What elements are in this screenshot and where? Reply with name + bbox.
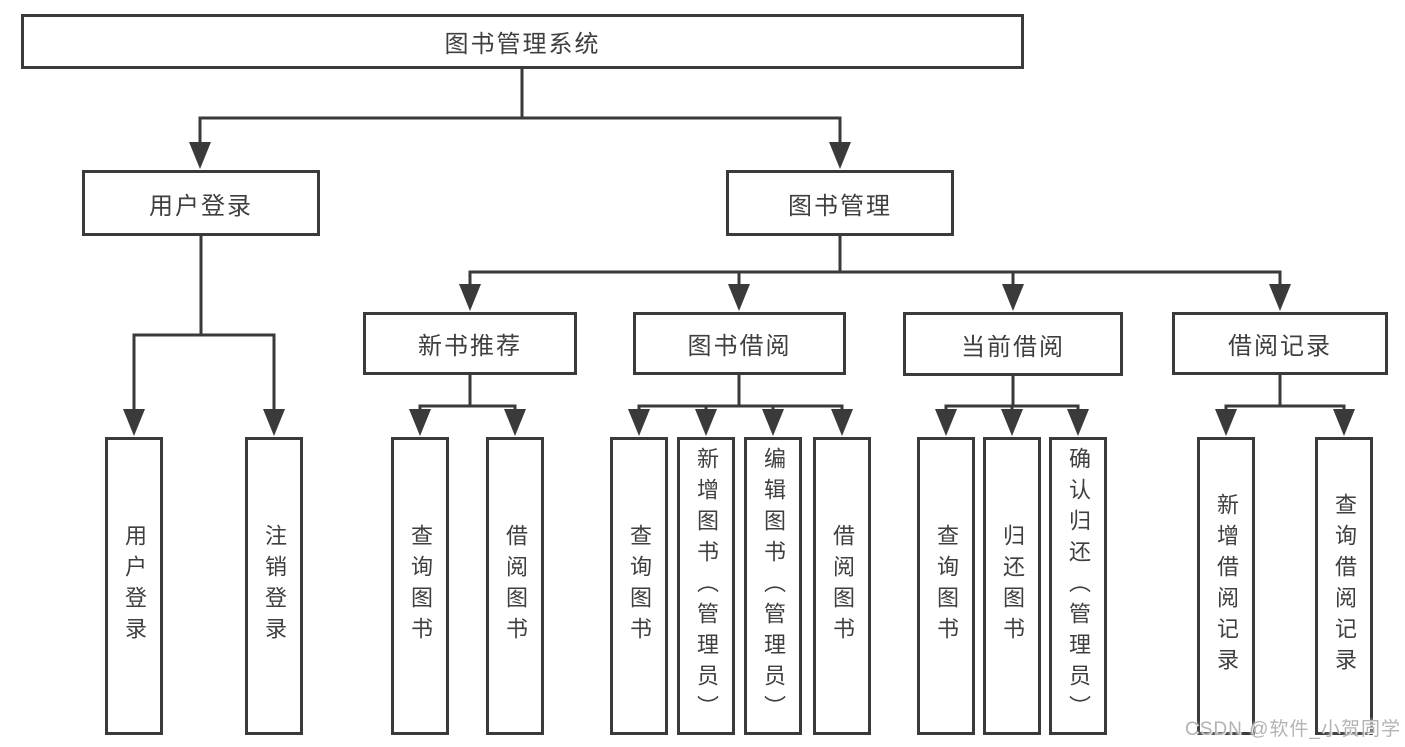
- leaf-confirm-return-admin: 确认归还（管理员）: [1049, 437, 1107, 735]
- node-label: 编辑图书（管理员）: [761, 446, 786, 726]
- leaf-add-borrow-record: 新增借阅记录: [1197, 437, 1255, 735]
- node-label: 查询图书: [627, 524, 652, 648]
- node-label: 借阅记录: [1228, 333, 1332, 360]
- leaf-query-borrow-record: 查询借阅记录: [1315, 437, 1373, 735]
- node-root-system: 图书管理系统: [21, 14, 1024, 69]
- node-label: 借阅图书: [503, 524, 528, 648]
- leaf-add-books-admin: 新增图书（管理员）: [677, 437, 735, 735]
- node-label: 查询图书: [934, 524, 959, 648]
- leaf-logout: 注销登录: [245, 437, 303, 735]
- leaf-borrow-books-borrowing: 借阅图书: [813, 437, 871, 735]
- node-label: 用户登录: [149, 192, 253, 220]
- node-label: 图书管理: [788, 192, 892, 220]
- node-new-book-recommend: 新书推荐: [363, 312, 577, 375]
- node-book-management-branch: 图书管理: [726, 170, 954, 236]
- node-book-borrowing: 图书借阅: [633, 312, 846, 375]
- node-label: 新增图书（管理员）: [694, 446, 719, 726]
- node-label: 借阅图书: [830, 524, 855, 648]
- leaf-query-books-borrowing: 查询图书: [610, 437, 668, 735]
- node-label: 注销登录: [262, 524, 287, 648]
- leaf-borrow-books-recommend: 借阅图书: [486, 437, 544, 735]
- arrowheads: [123, 142, 1355, 436]
- node-borrowing-records: 借阅记录: [1172, 312, 1388, 375]
- node-user-login-branch: 用户登录: [82, 170, 320, 236]
- csdn-watermark: CSDN @软件_小贺同学: [1185, 719, 1401, 740]
- node-label: 用户登录: [122, 524, 147, 648]
- node-label: 归还图书: [1000, 524, 1025, 648]
- leaf-query-books-recommend: 查询图书: [391, 437, 449, 735]
- node-label: 查询图书: [408, 524, 433, 648]
- node-label: 新书推荐: [418, 333, 522, 360]
- leaf-user-login: 用户登录: [105, 437, 163, 735]
- node-label: 图书借阅: [687, 333, 792, 360]
- leaf-return-books: 归还图书: [983, 437, 1041, 735]
- node-label: 查询借阅记录: [1332, 493, 1357, 679]
- leaf-edit-books-admin: 编辑图书（管理员）: [744, 437, 802, 735]
- node-current-borrowing: 当前借阅: [903, 312, 1123, 376]
- node-label: 图书管理系统: [444, 31, 601, 58]
- node-label: 确认归还（管理员）: [1066, 446, 1091, 726]
- node-label: 当前借阅: [961, 333, 1065, 361]
- leaf-query-books-current: 查询图书: [917, 437, 975, 735]
- node-label: 新增借阅记录: [1214, 493, 1239, 679]
